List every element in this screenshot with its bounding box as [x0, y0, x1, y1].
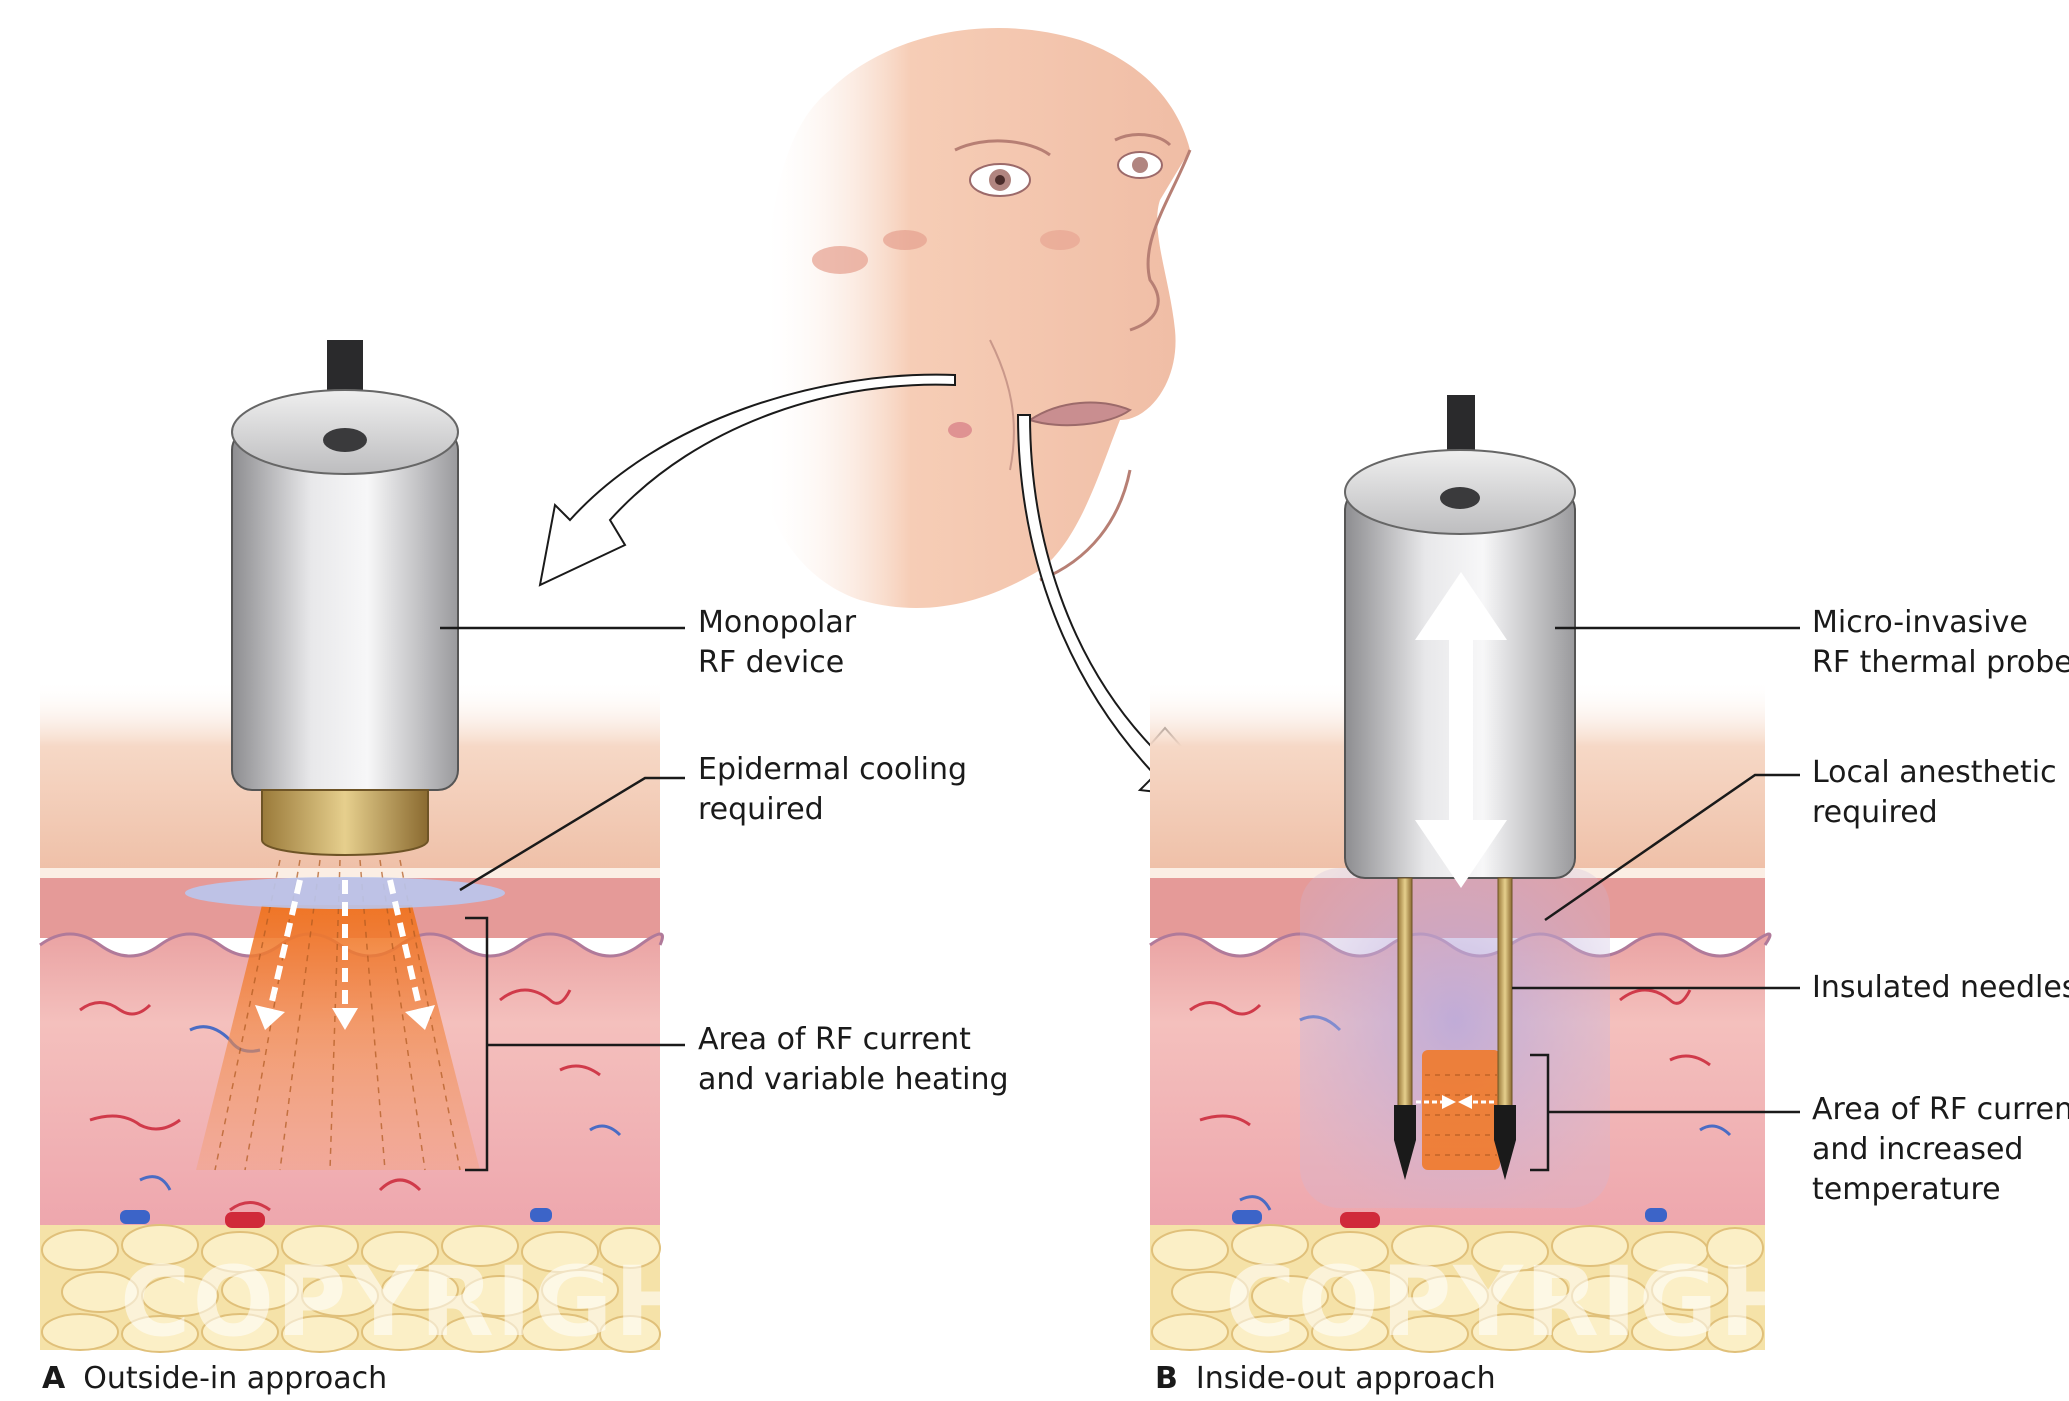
caption-panel-b: B Inside-out approach: [1155, 1360, 1496, 1398]
label-area-rf-increased-temperature: Area of RF current and increased tempera…: [1812, 1092, 2069, 1207]
panel-b-leaders: [1512, 626, 1800, 1172]
label-monopolar-rf-device: Monopolar RF device: [698, 605, 857, 680]
arrow-to-panel-a: [538, 373, 956, 587]
caption-panel-a: A Outside-in approach: [42, 1360, 387, 1398]
panel-a-letter: A: [42, 1361, 66, 1396]
label-area-rf-variable-heating: Area of RF current and variable heating: [698, 1022, 1009, 1097]
label-micro-invasive-probe: Micro-invasive RF thermal probe: [1812, 605, 2069, 680]
panel-b-letter: B: [1155, 1361, 1178, 1396]
copyright-watermark-a: COPYRIGHT: [120, 1246, 764, 1358]
monopolar-rf-device: [231, 340, 459, 856]
panel-a-caption-text: Outside-in approach: [83, 1361, 388, 1396]
copyright-watermark-b: COPYRIGHT: [1225, 1246, 1869, 1358]
label-local-anesthetic: Local anesthetic required: [1812, 755, 2057, 830]
label-insulated-needles: Insulated needles: [1812, 970, 2069, 1005]
panel-a-leaders: [440, 626, 685, 1172]
label-epidermal-cooling: Epidermal cooling required: [698, 752, 968, 827]
panel-b-caption-text: Inside-out approach: [1195, 1361, 1496, 1396]
arrow-to-panel-b: [1016, 414, 1231, 802]
micro-invasive-rf-probe: [1344, 395, 1576, 1180]
face-illustration: [760, 28, 1192, 609]
